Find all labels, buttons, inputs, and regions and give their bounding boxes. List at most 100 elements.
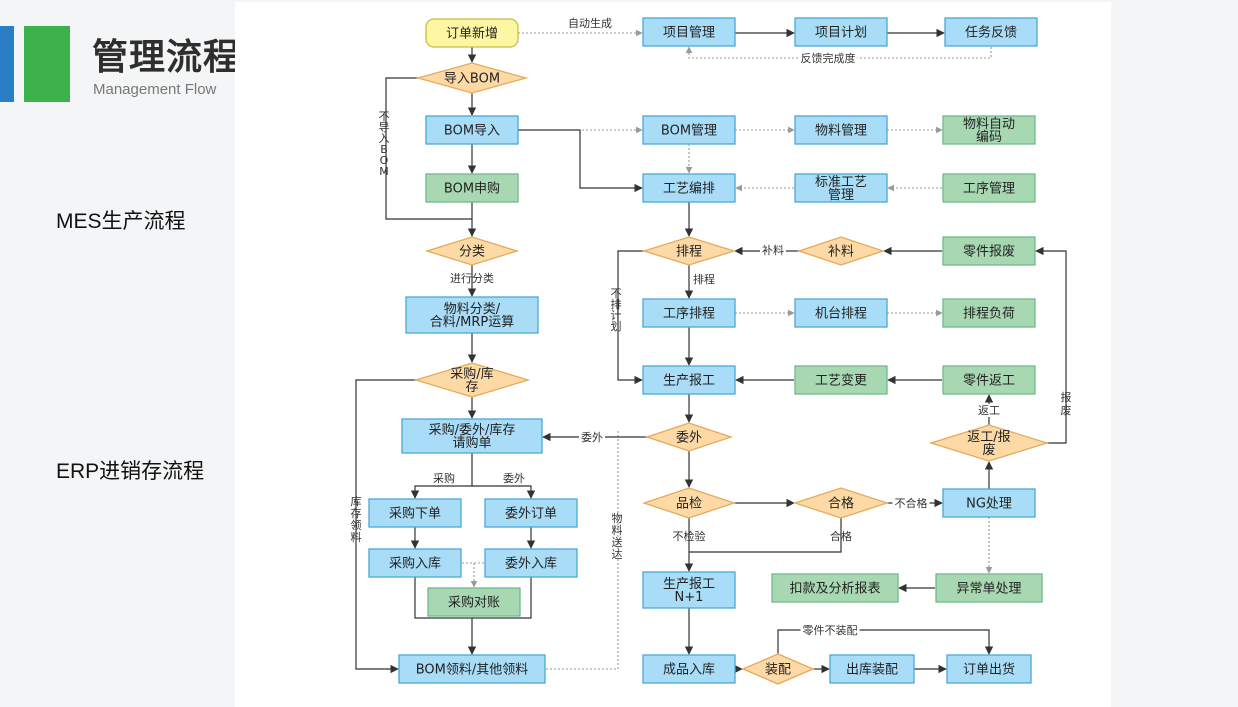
- order-new-node-shape: [425, 18, 519, 48]
- schedule-decision-shape: [641, 236, 737, 266]
- ng-handling-node-shape: [942, 488, 1036, 518]
- production-report-n1-node-shape: [642, 571, 736, 609]
- edge-label-schedule: 排程: [693, 272, 715, 286]
- qualified-decision-shape: [792, 487, 890, 519]
- nodes-layer: 订单新增导入BOMBOM导入BOM申购分类物料分类/合料/MRP运算采购/库存采…: [368, 17, 1050, 685]
- edge-label-qualified: 合格: [830, 529, 852, 543]
- purchase-inbound-node-label: 采购入库: [389, 556, 441, 572]
- assembly-decision: 装配: [741, 653, 815, 685]
- schedule-decision: 排程: [641, 236, 737, 266]
- part-rework-node-label: 零件返工: [963, 374, 1015, 389]
- machine-schedule-node: 机台排程: [794, 298, 888, 328]
- bom-management-node-shape: [642, 115, 736, 145]
- classify-decision-label: 分类: [459, 245, 485, 260]
- edge-label-material-deliver: 物料送达: [612, 511, 623, 561]
- supplement-decision-shape: [796, 236, 886, 266]
- process-schedule-node: 工序排程: [642, 298, 736, 328]
- edge-label-part-no-assemble-bg: [800, 624, 860, 637]
- part-scrap-node-shape: [942, 236, 1036, 266]
- order-shipment-node-shape: [946, 654, 1032, 684]
- production-report-node-label: 生产报工: [663, 374, 715, 389]
- edge-label-no-check: 不检验: [673, 529, 706, 543]
- edge-label-outsource: 委外: [503, 472, 525, 485]
- edge-label-no-schedule: 不排计划: [611, 287, 622, 333]
- edge-label-feedback-done: 反馈完成度: [801, 51, 856, 65]
- edge-label-part-no-assemble: 零件不装配: [803, 624, 858, 637]
- material-classify-mrp-node-label: 物料分类/: [444, 302, 501, 317]
- import-bom-decision: 导入BOM: [415, 62, 529, 94]
- craft-arrange-node: 工艺编排: [642, 173, 736, 203]
- side-label-erp: ERP进销存流程: [56, 460, 205, 483]
- process-management-node-label: 工序管理: [963, 182, 1015, 197]
- edges-layer: [355, 28, 1067, 674]
- schedule-load-node: 排程负荷: [942, 298, 1036, 328]
- purchase-order-node-label: 采购下单: [389, 506, 441, 522]
- supplement-decision-label: 补料: [828, 245, 854, 260]
- purchase-order-node-shape: [368, 498, 462, 528]
- process-management-node: 工序管理: [942, 173, 1036, 203]
- outsource-decision: 委外: [644, 422, 734, 452]
- production-report-node-shape: [642, 365, 736, 395]
- craft-change-node-shape: [794, 365, 888, 395]
- ng-handling-node: NG处理: [942, 488, 1036, 518]
- production-report-n1-node-label: N+1: [675, 590, 704, 605]
- edge-label-do-classify: 进行分类: [450, 271, 494, 285]
- craft-arrange-node-label: 工艺编排: [663, 182, 715, 197]
- order-new-node: 订单新增: [425, 18, 519, 48]
- bom-management-node-label: BOM管理: [661, 124, 717, 139]
- purchase-reconcile-node-shape: [427, 587, 521, 617]
- edge-stock-pick: [355, 379, 416, 674]
- outbound-assembly-node: 出库装配: [829, 654, 915, 684]
- qualified-decision-label: 合格: [828, 496, 854, 512]
- rework-scrap-decision-label: 返工/报: [967, 430, 1010, 445]
- finished-goods-inbound-node-label: 成品入库: [663, 662, 715, 678]
- outsource-inbound-node-label: 委外入库: [505, 556, 557, 572]
- part-scrap-node-label: 零件报废: [963, 244, 1015, 260]
- bom-import-node: BOM导入: [425, 115, 519, 145]
- part-rework-node: 零件返工: [942, 365, 1036, 395]
- classify-decision: 分类: [424, 236, 520, 266]
- edge-bomimport-to-craft: [518, 129, 643, 193]
- edge-label-stock-pick: 库存领料: [351, 495, 362, 544]
- supplement-decision: 补料: [796, 236, 886, 266]
- schedule-load-node-label: 排程负荷: [963, 307, 1015, 322]
- import-bom-decision-shape: [415, 62, 529, 94]
- material-auto-code-node-label: 物料自动: [963, 117, 1015, 132]
- edge-label-outsource-left: 委外: [581, 431, 603, 444]
- rework-scrap-decision-shape: [928, 424, 1050, 462]
- project-plan-node-label: 项目计划: [815, 26, 867, 41]
- edge-outin-to-pick: [472, 577, 532, 619]
- bom-import-node-shape: [425, 115, 519, 145]
- outbound-assembly-node-shape: [829, 654, 915, 684]
- order-shipment-node: 订单出货: [946, 654, 1032, 684]
- edge-reworkscrap-to-scrap: [1035, 246, 1067, 444]
- material-management-node-label: 物料管理: [815, 124, 867, 139]
- edge-purin-to-pick: [414, 577, 477, 655]
- purchase-request-node-shape: [401, 418, 543, 454]
- part-rework-node-shape: [942, 365, 1036, 395]
- craft-change-node: 工艺变更: [794, 365, 888, 395]
- bom-import-node-label: BOM导入: [444, 124, 500, 139]
- schedule-load-node-shape: [942, 298, 1036, 328]
- project-plan-node: 项目计划: [794, 17, 888, 47]
- bom-picking-node-label: BOM领料/其他领料: [416, 663, 529, 678]
- edge-label-outsource-left-bg: [579, 431, 605, 444]
- process-schedule-node-label: 工序排程: [663, 307, 715, 322]
- purchase-request-node-label: 采购/委外/库存: [429, 422, 516, 438]
- exception-handling-node-shape: [935, 573, 1043, 603]
- process-management-node-shape: [942, 173, 1036, 203]
- outsource-decision-label: 委外: [676, 431, 702, 446]
- edge-label-supplement-bg: [760, 244, 786, 257]
- edge-label-supplement: 补料: [762, 243, 784, 257]
- craft-change-node-label: 工艺变更: [815, 373, 867, 389]
- edge-label-rework-bg: [976, 404, 1002, 417]
- page-subtitle: Management Flow: [93, 81, 217, 98]
- quality-check-decision-shape: [641, 487, 737, 519]
- assembly-decision-shape: [741, 653, 815, 685]
- outsource-decision-shape: [644, 422, 734, 452]
- purchase-reconcile-node: 采购对账: [427, 587, 521, 617]
- edge-label-rework: 返工: [978, 404, 1000, 417]
- purchase-order-node: 采购下单: [368, 498, 462, 528]
